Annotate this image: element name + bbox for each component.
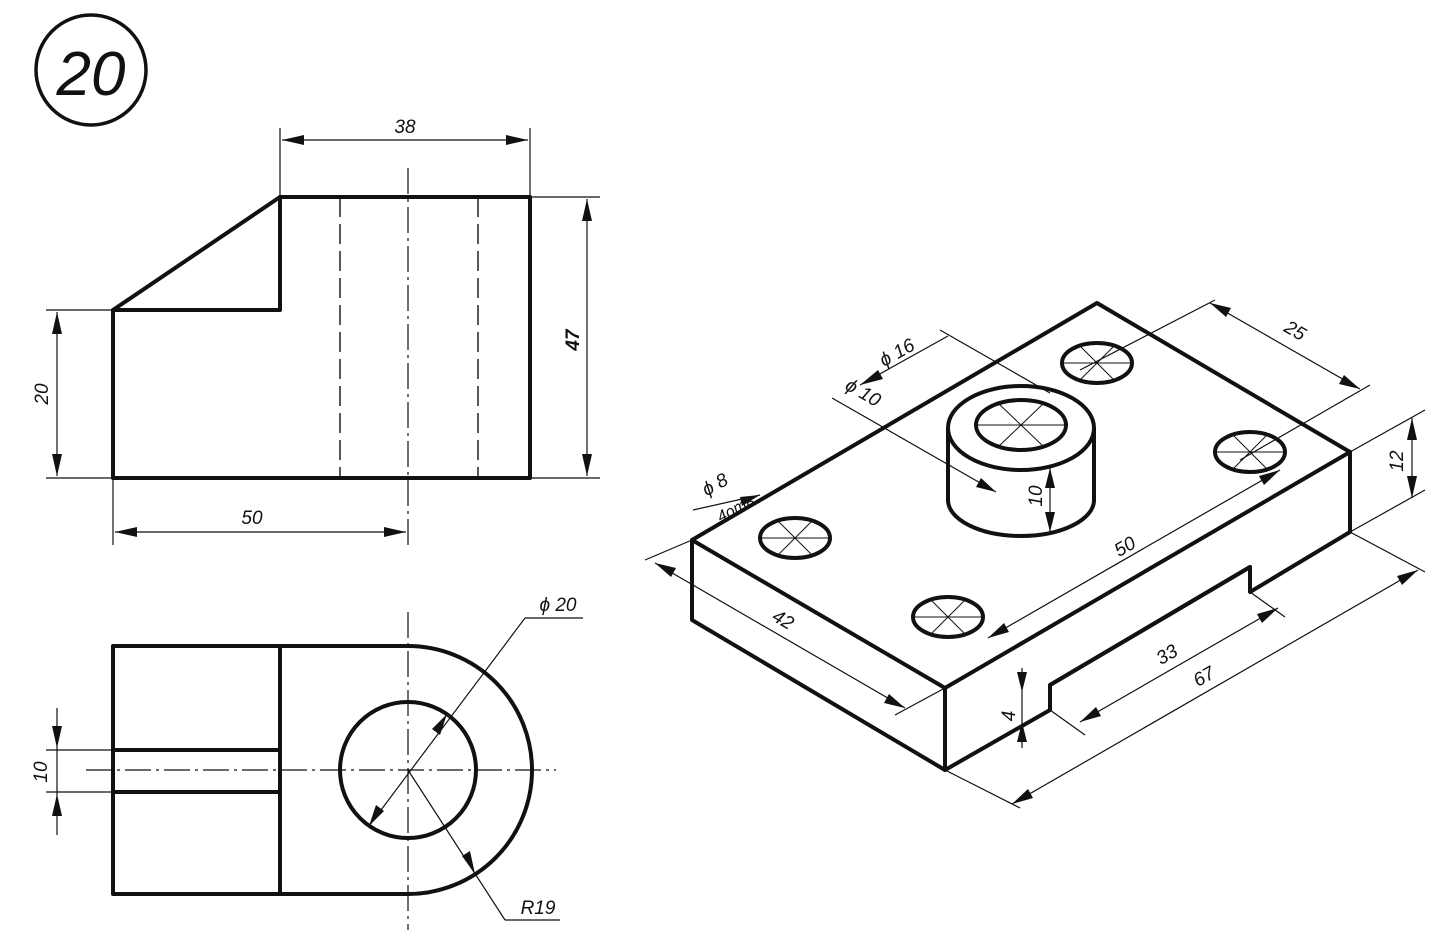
iso-corner-holes xyxy=(758,341,1287,639)
top-view: 10 ϕ 20 R19 xyxy=(31,595,583,930)
dim-20-label: 20 xyxy=(32,383,53,406)
iso-slot-inner xyxy=(1048,565,1252,687)
iso-dim-12-label: 12 xyxy=(1387,450,1408,472)
iso-dim-42-label: 42 xyxy=(768,606,797,635)
iso-hole-1 xyxy=(1060,341,1134,385)
iso-boss xyxy=(946,384,1096,538)
iso-dim-25-label: 25 xyxy=(1279,316,1309,345)
iso-dim-phi8: ϕ 8 4отв. xyxy=(692,469,761,526)
sheet-number-badge: 20 xyxy=(34,13,148,127)
dim-10-slot-label: 10 xyxy=(31,761,52,783)
iso-dim-4-label: 4 xyxy=(999,711,1020,722)
dim-r19: R19 xyxy=(407,769,560,921)
dim-phi20: ϕ 20 xyxy=(368,595,583,827)
iso-dim-12: 12 xyxy=(1349,409,1426,533)
iso-dim-67: 67 xyxy=(944,531,1426,809)
iso-hole-4 xyxy=(911,595,985,639)
iso-plate-edges xyxy=(690,450,1352,772)
front-view: 38 47 20 50 xyxy=(32,117,600,548)
front-view-step xyxy=(111,195,282,312)
dim-38-label: 38 xyxy=(394,117,416,138)
dim-50-front: 50 xyxy=(112,478,406,545)
dim-38: 38 xyxy=(279,117,531,197)
dim-50-front-label: 50 xyxy=(241,508,263,529)
dim-47: 47 xyxy=(530,196,600,479)
iso-dim-10-label: 10 xyxy=(1026,485,1047,507)
iso-dim-phi16-label: ϕ 16 xyxy=(876,335,919,372)
iso-dim-10: 10 xyxy=(1026,468,1055,532)
iso-dim-50-label: 50 xyxy=(1111,533,1140,562)
dim-phi20-label: ϕ 20 xyxy=(540,595,577,616)
iso-dim-holes-count: 4отв. xyxy=(714,490,761,526)
iso-dim-phi8-label: ϕ 8 xyxy=(699,469,733,500)
dim-20: 20 xyxy=(32,309,113,479)
dim-10-slot: 10 xyxy=(31,708,113,835)
top-view-outline xyxy=(111,644,534,896)
iso-dim-phi10-label: ϕ 10 xyxy=(841,375,884,412)
iso-hole-3 xyxy=(758,516,832,560)
iso-dim-42: 42 xyxy=(644,539,946,716)
sheet-number: 20 xyxy=(56,40,126,109)
iso-dim-phi10: ϕ 10 xyxy=(831,375,997,493)
iso-dim-phi16: ϕ 16 xyxy=(859,329,1051,394)
dim-r19-label: R19 xyxy=(521,898,556,919)
iso-dim-4: 4 xyxy=(999,668,1027,748)
isometric-view: ϕ 16 ϕ 10 ϕ 8 4отв. 25 xyxy=(644,299,1426,809)
front-view-outline xyxy=(111,195,532,480)
dim-47-label: 47 xyxy=(563,328,584,352)
iso-hole-2 xyxy=(1213,430,1287,474)
